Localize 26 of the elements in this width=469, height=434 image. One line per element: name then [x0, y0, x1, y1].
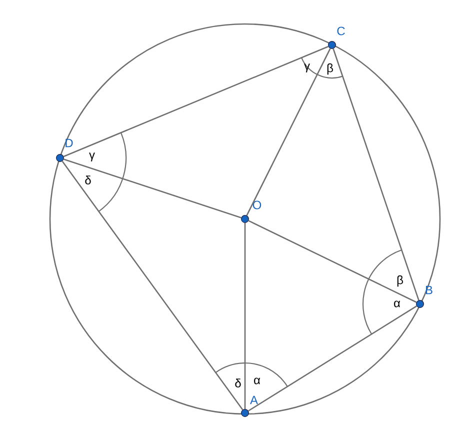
- segment: [248, 306, 417, 412]
- point: C: [328, 26, 345, 49]
- node-label: B: [426, 286, 432, 294]
- point: B: [416, 286, 432, 308]
- angle-label: γ: [304, 64, 310, 72]
- angle-label: β: [327, 63, 333, 75]
- segment: [64, 158, 242, 218]
- angle-label: β: [397, 275, 403, 287]
- segment: [246, 48, 331, 216]
- point: D: [56, 138, 73, 162]
- point: O: [241, 200, 262, 223]
- node-label: A: [250, 396, 258, 404]
- node-label: O: [252, 200, 262, 210]
- node-label: C: [337, 26, 345, 36]
- node-label: D: [66, 138, 73, 148]
- angle-label: α: [394, 300, 400, 308]
- segment: [332, 48, 420, 300]
- segment: [62, 160, 244, 410]
- segment: [63, 46, 329, 158]
- segment: [248, 220, 417, 303]
- angle-label: δ: [235, 378, 241, 388]
- angle-label: γ: [89, 152, 95, 162]
- segment: [244, 222, 246, 409]
- point: A: [241, 396, 258, 417]
- angle-label: α: [254, 378, 260, 384]
- angle-label: δ: [85, 176, 91, 184]
